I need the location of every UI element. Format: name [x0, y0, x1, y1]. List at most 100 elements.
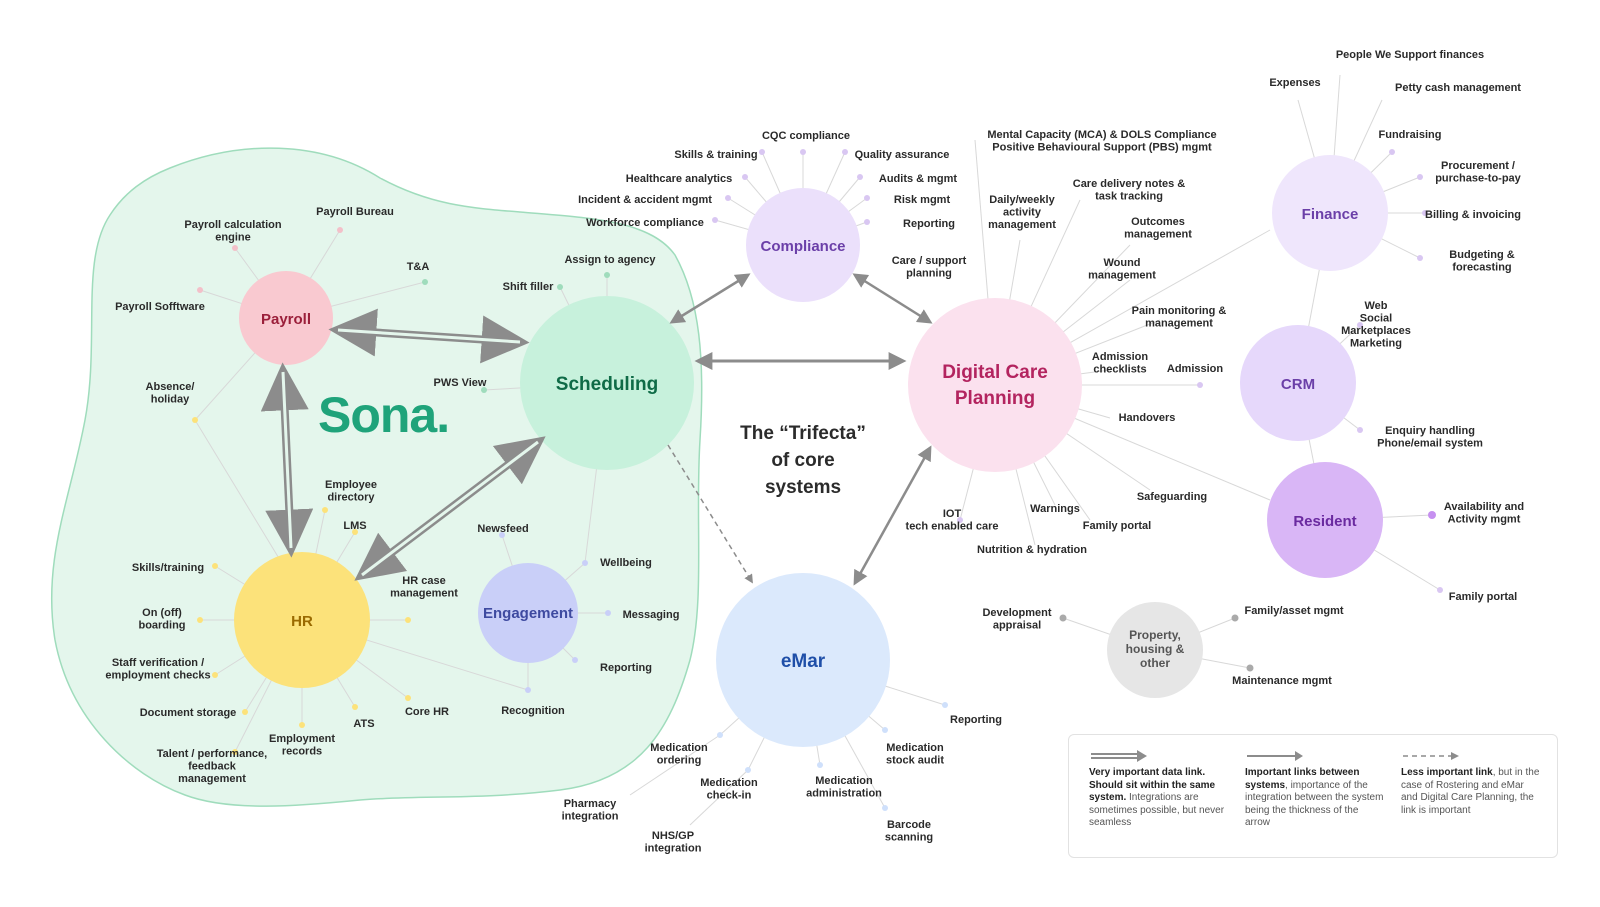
- resident-label: Resident: [1293, 513, 1356, 530]
- finance-label: Finance: [1302, 206, 1359, 223]
- payroll-node[interactable]: [239, 271, 333, 365]
- label-procurement-line: Procurement /: [1441, 160, 1515, 172]
- label-family-asset: Family/asset mgmt: [1244, 605, 1343, 617]
- label-med-admin-line: administration: [806, 788, 882, 800]
- label-wellbeing: Wellbeing: [600, 557, 652, 569]
- label-pain: Pain monitoring &management: [1132, 305, 1227, 330]
- label-care-delivery-line: Care delivery notes &: [1073, 178, 1186, 190]
- label-development-appraisal-line: Development: [982, 607, 1051, 619]
- legend-2-bold: Important links between systems: [1245, 767, 1360, 791]
- label-on-off-boarding-line: On (off): [142, 607, 182, 619]
- peripheral-labels: Payroll Bureau Payroll Sofftware T&A Shi…: [115, 49, 1521, 730]
- label-payroll-bureau: Payroll Bureau: [316, 206, 394, 218]
- label-absence: Absence/holiday: [146, 381, 195, 406]
- label-iot-line: IOT: [943, 508, 962, 520]
- label-ats: ATS: [353, 718, 374, 730]
- dcp-label-line1: Digital Care: [942, 362, 1048, 383]
- emar-label: eMar: [781, 651, 826, 672]
- label-ta: T&A: [407, 261, 430, 273]
- legend-1-bold: Very important data link. Should sit wit…: [1089, 767, 1216, 803]
- label-outcomes-line: Outcomes: [1131, 216, 1185, 228]
- legend-1-rest: Integrations are sometimes possible, but…: [1089, 792, 1225, 828]
- trifecta-line1: The “Trifecta”: [740, 423, 866, 444]
- label-med-admin-line: Medication: [815, 775, 873, 787]
- label-staff-verification: Staff verification /employment checks: [105, 657, 210, 682]
- label-handovers: Handovers: [1119, 412, 1176, 424]
- label-fundraising: Fundraising: [1379, 129, 1442, 141]
- compliance-label: Compliance: [760, 238, 845, 255]
- legend-arrow-icon: [1245, 749, 1385, 763]
- label-nhs-gp-line: integration: [645, 843, 702, 855]
- label-admission-checklists-line: Admission: [1092, 351, 1149, 363]
- label-warnings: Warnings: [1030, 503, 1080, 515]
- hr-node[interactable]: [234, 552, 370, 688]
- label-cqc: CQC compliance: [762, 130, 850, 142]
- property-label-line1: Property,: [1129, 628, 1181, 642]
- label-payroll-calc-line: Payroll calculation: [184, 219, 281, 231]
- label-messaging: Messaging: [623, 609, 680, 621]
- spoke-dots: [192, 149, 1443, 811]
- label-care-delivery-line: task tracking: [1095, 191, 1163, 203]
- compliance-node[interactable]: [746, 188, 860, 302]
- property-label-line2: housing &: [1126, 642, 1185, 656]
- dcp-node[interactable]: [908, 298, 1082, 472]
- label-procurement: Procurement /purchase-to-pay: [1435, 160, 1521, 185]
- label-risk: Risk mgmt: [894, 194, 951, 206]
- label-petty-cash: Petty cash management: [1395, 82, 1521, 94]
- label-crm-web-line: Marketing: [1350, 338, 1402, 350]
- property-node[interactable]: [1107, 602, 1203, 698]
- label-care-support-line: planning: [906, 268, 952, 280]
- finance-node[interactable]: [1272, 155, 1388, 271]
- label-daily-weekly-line: management: [988, 219, 1056, 231]
- label-quality-assurance: Quality assurance: [855, 149, 950, 161]
- label-on-off-boarding: On (off)boarding: [138, 607, 185, 632]
- label-enquiry-line: Phone/email system: [1377, 438, 1483, 450]
- crm-node[interactable]: [1240, 325, 1356, 441]
- label-maintenance: Maintenance mgmt: [1232, 675, 1332, 687]
- label-payroll-calc-line: engine: [215, 232, 250, 244]
- label-staff-verification-line: Staff verification /: [112, 657, 204, 669]
- scheduling-node[interactable]: [520, 296, 694, 470]
- scheduling-label: Scheduling: [556, 374, 658, 395]
- label-med-stock-line: stock audit: [886, 755, 944, 767]
- label-nutrition: Nutrition & hydration: [977, 544, 1087, 556]
- label-barcode-line: Barcode: [887, 819, 931, 831]
- label-workforce: Workforce compliance: [586, 217, 704, 229]
- hr-label: HR: [291, 613, 313, 630]
- label-reporting-eng: Reporting: [600, 662, 652, 674]
- engagement-node[interactable]: [478, 563, 578, 663]
- links: [260, 273, 933, 586]
- label-med-checkin-line: check-in: [707, 790, 752, 802]
- label-wound-line: management: [1088, 270, 1156, 282]
- label-enquiry-line: Enquiry handling: [1385, 425, 1475, 437]
- label-outcomes-line: management: [1124, 229, 1192, 241]
- compliance-dcp-link: [852, 273, 933, 324]
- crm-label: CRM: [1281, 376, 1315, 393]
- label-safeguarding: Safeguarding: [1137, 491, 1207, 503]
- legend-very-important: Very important data link. Should sit wit…: [1089, 749, 1229, 830]
- emar-node[interactable]: [716, 573, 890, 747]
- label-daily-weekly-line: Daily/weekly: [989, 194, 1055, 206]
- label-document-storage: Document storage: [140, 707, 237, 719]
- label-hr-case-line: management: [390, 588, 458, 600]
- resident-node[interactable]: [1267, 462, 1383, 578]
- label-budgeting-line: forecasting: [1452, 262, 1511, 274]
- emar-dcp-link: [853, 445, 932, 586]
